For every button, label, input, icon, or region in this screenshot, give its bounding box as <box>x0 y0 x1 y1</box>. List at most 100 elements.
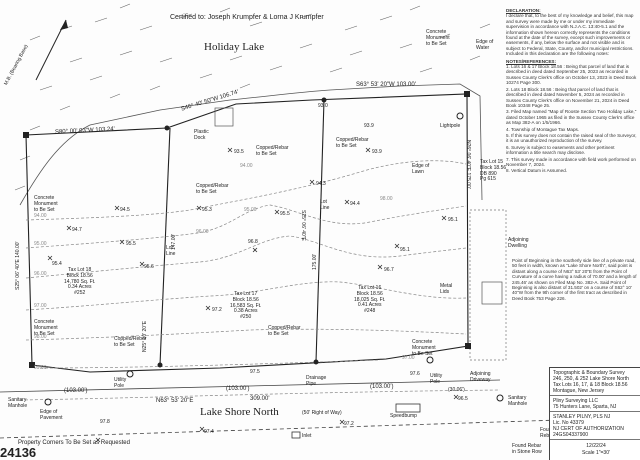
monument-markers <box>23 91 567 452</box>
spot-elev: 95.4 <box>52 261 62 267</box>
lot-17-line3: 16,583 Sq. Ft. <box>230 302 262 309</box>
survey-scale: Scale 1"=30' <box>582 450 610 456</box>
lot-16-line1: Tax Lot 16 <box>358 285 382 291</box>
contour-label-96: 96.00 <box>34 271 47 277</box>
note-item: 6. Survey is subject to easements and ot… <box>506 144 615 156</box>
firm-address: 75 Hunters Lane, Sparta, NJ <box>553 404 617 410</box>
curve-length: (30.06') <box>448 387 465 393</box>
contour-label-95: 95.00 <box>34 241 47 247</box>
lot-16-line3: 18,025 Sq. Ft. <box>354 296 386 303</box>
lot-17-line5: #250 <box>240 314 252 320</box>
adjoining-dwelling-label: Adjoining Dwelling <box>508 237 529 249</box>
firm-name: Pliny Surveying LLC <box>553 398 599 404</box>
spot-elev: 96.5 <box>458 396 468 402</box>
spot-elev: 97.4 <box>204 429 214 435</box>
inlet-label: Inlet <box>302 433 312 439</box>
plastic-dock <box>214 107 234 127</box>
lot-16-line5: #248 <box>364 308 376 314</box>
lot-16-line2: Block 18.56 <box>356 290 383 297</box>
front-left: (103.00') <box>64 388 88 394</box>
sanitary-manhole-label-1: Sanitary Manhole <box>8 397 28 409</box>
lot-18-line1: Tax Lot 18 <box>68 267 92 273</box>
front-total: 309.00' <box>250 396 270 402</box>
utility-pole-label-1: Utility Pole <box>114 377 127 389</box>
lot-15-line3: DB 890 <box>480 170 497 177</box>
edge-of-water-label: Edge of Water <box>476 39 494 51</box>
contour-label-94: 94.00 <box>240 163 253 169</box>
contour-label-99: 99.00 <box>34 365 47 371</box>
front-right: (103.00') <box>370 384 394 390</box>
adjoining-dwelling-outline <box>481 281 503 305</box>
plastic-dock-label: Plastic Dock <box>194 129 209 141</box>
spot-elev: 93.9 <box>372 149 382 155</box>
notes-column: DECLARATION: I declare that, to the best… <box>506 6 638 175</box>
declaration-text: I declare that, to the best of my knowle… <box>506 13 634 57</box>
spot-elevation-marks <box>47 147 459 443</box>
copped-rebar-label-4: Copped/Rebar to Be Set <box>268 325 301 337</box>
utility-pole-label-2: Utility Pole <box>430 373 443 385</box>
spot-elev: 94.3 <box>316 181 326 187</box>
copped-rebar-label-2: Copped/Rebar to Be Set <box>196 183 229 195</box>
contour-label-94b: 94.00 <box>34 213 47 219</box>
spot-elev: 95.5 <box>126 241 136 247</box>
note-item: 7. This survey made in accordance with f… <box>506 156 636 167</box>
spot-elev: 96.7 <box>384 267 394 273</box>
spot-elev: 94.4 <box>350 201 360 207</box>
road-edges <box>0 379 561 439</box>
bearing-left-side: S25° 06' 40"E 140.00' <box>15 241 21 291</box>
spot-elev: 95.6 <box>144 264 154 270</box>
metal-lids-label: Metal Lids <box>440 283 453 295</box>
note-item: 1. Lots 16 & 17 Block 18.56 : Being that… <box>506 64 637 86</box>
spot-elev: 95.5 <box>280 211 290 217</box>
title-line-2: 246, 250, & 252 Lake Shore North <box>553 376 629 382</box>
sanitary-manhole-label-2: Sanitary Manhole <box>508 395 528 407</box>
inlet <box>291 431 301 439</box>
shoreline <box>19 83 483 206</box>
legend-text: Property Corners To Be Set as Requested <box>18 440 130 446</box>
lot-17-line1: Tax Lot 17 <box>234 291 258 297</box>
road-width: (50' Right of Way) <box>302 410 342 416</box>
point-of-beginning-text: Point of Beginning in the southerly side… <box>512 258 637 301</box>
spot-elev: 97.6 <box>410 371 420 377</box>
concrete-monument-label-3: Concrete Monument to Be Set <box>34 319 58 337</box>
surveyor-cert-no: 24GS04337900 <box>553 432 589 438</box>
spot-elev: 96.8 <box>248 239 258 245</box>
lot-18-line3: 14,780 Sq. Ft. <box>64 278 96 285</box>
found-rebar-label-1: Found Rebar <box>540 427 555 439</box>
lot-line-label-2: Lot Line <box>320 199 330 211</box>
title-line-4: Montague, New Jersey <box>553 388 605 394</box>
spot-elev: 94.5 <box>120 207 130 213</box>
title-line-3: Tax Lots 16, 17, & 18 Block 18.56 <box>553 382 628 388</box>
lot-17-line2: Block 18.56 <box>232 296 259 303</box>
title-line-1: Topographic & Boundary Survey <box>553 370 625 376</box>
spot-elev: 93.0 <box>318 103 328 109</box>
concrete-monument-label-2: Concrete Monument to Be Set <box>426 29 450 47</box>
contour-label-95b: 95.00 <box>244 207 257 213</box>
spot-elev: 97.5 <box>250 369 260 375</box>
lot-17-line4: 0.38 Acres <box>233 308 258 315</box>
contour-lines <box>19 160 501 401</box>
sheet-number: 24136 <box>0 445 37 460</box>
copped-rebar-label-1: Copped/Rebar to Be Set <box>336 137 369 149</box>
contour-label-96b: 96.00 <box>196 229 209 235</box>
dist-175: 175.00' <box>312 253 318 270</box>
spot-elev: 97.2 <box>344 421 354 427</box>
lot-17-block: Tax Lot 17 Block 18.56 16,583 Sq. Ft. 0.… <box>230 291 262 321</box>
note-item: 5. If this survey does not contain the r… <box>506 132 637 144</box>
note-item: 8. Vertical Datum is Assumed. <box>506 168 568 174</box>
adjoining-driveway-label: Adjoining Driveway <box>470 371 491 383</box>
road-name: Lake Shore North <box>200 406 279 418</box>
found-rebar-label-2: Found Rebar in Stone Row <box>512 443 542 455</box>
surveyor-cert: NJ CERT OF AUTHORIZATION <box>553 426 624 432</box>
adjoining-area <box>469 209 507 361</box>
lot-15-line4: Pg 615 <box>480 176 496 183</box>
copped-rebar-label-3: Copped/Rebar to Be Set <box>114 336 147 348</box>
bearing-right-side: N26° 06' 40"E 175.00' <box>465 140 471 189</box>
lot-15-line2: Block 18.56 <box>480 164 507 171</box>
lot-15-line1: Tax Lot 15 <box>480 159 504 165</box>
survey-date: 12/22/24 <box>586 443 606 449</box>
edge-of-pavement-label: Edge of Pavement <box>40 409 63 421</box>
concrete-monument-label-4: Concrete Monument to Be Set <box>412 339 436 357</box>
spot-elev: 95.3 <box>202 207 212 213</box>
